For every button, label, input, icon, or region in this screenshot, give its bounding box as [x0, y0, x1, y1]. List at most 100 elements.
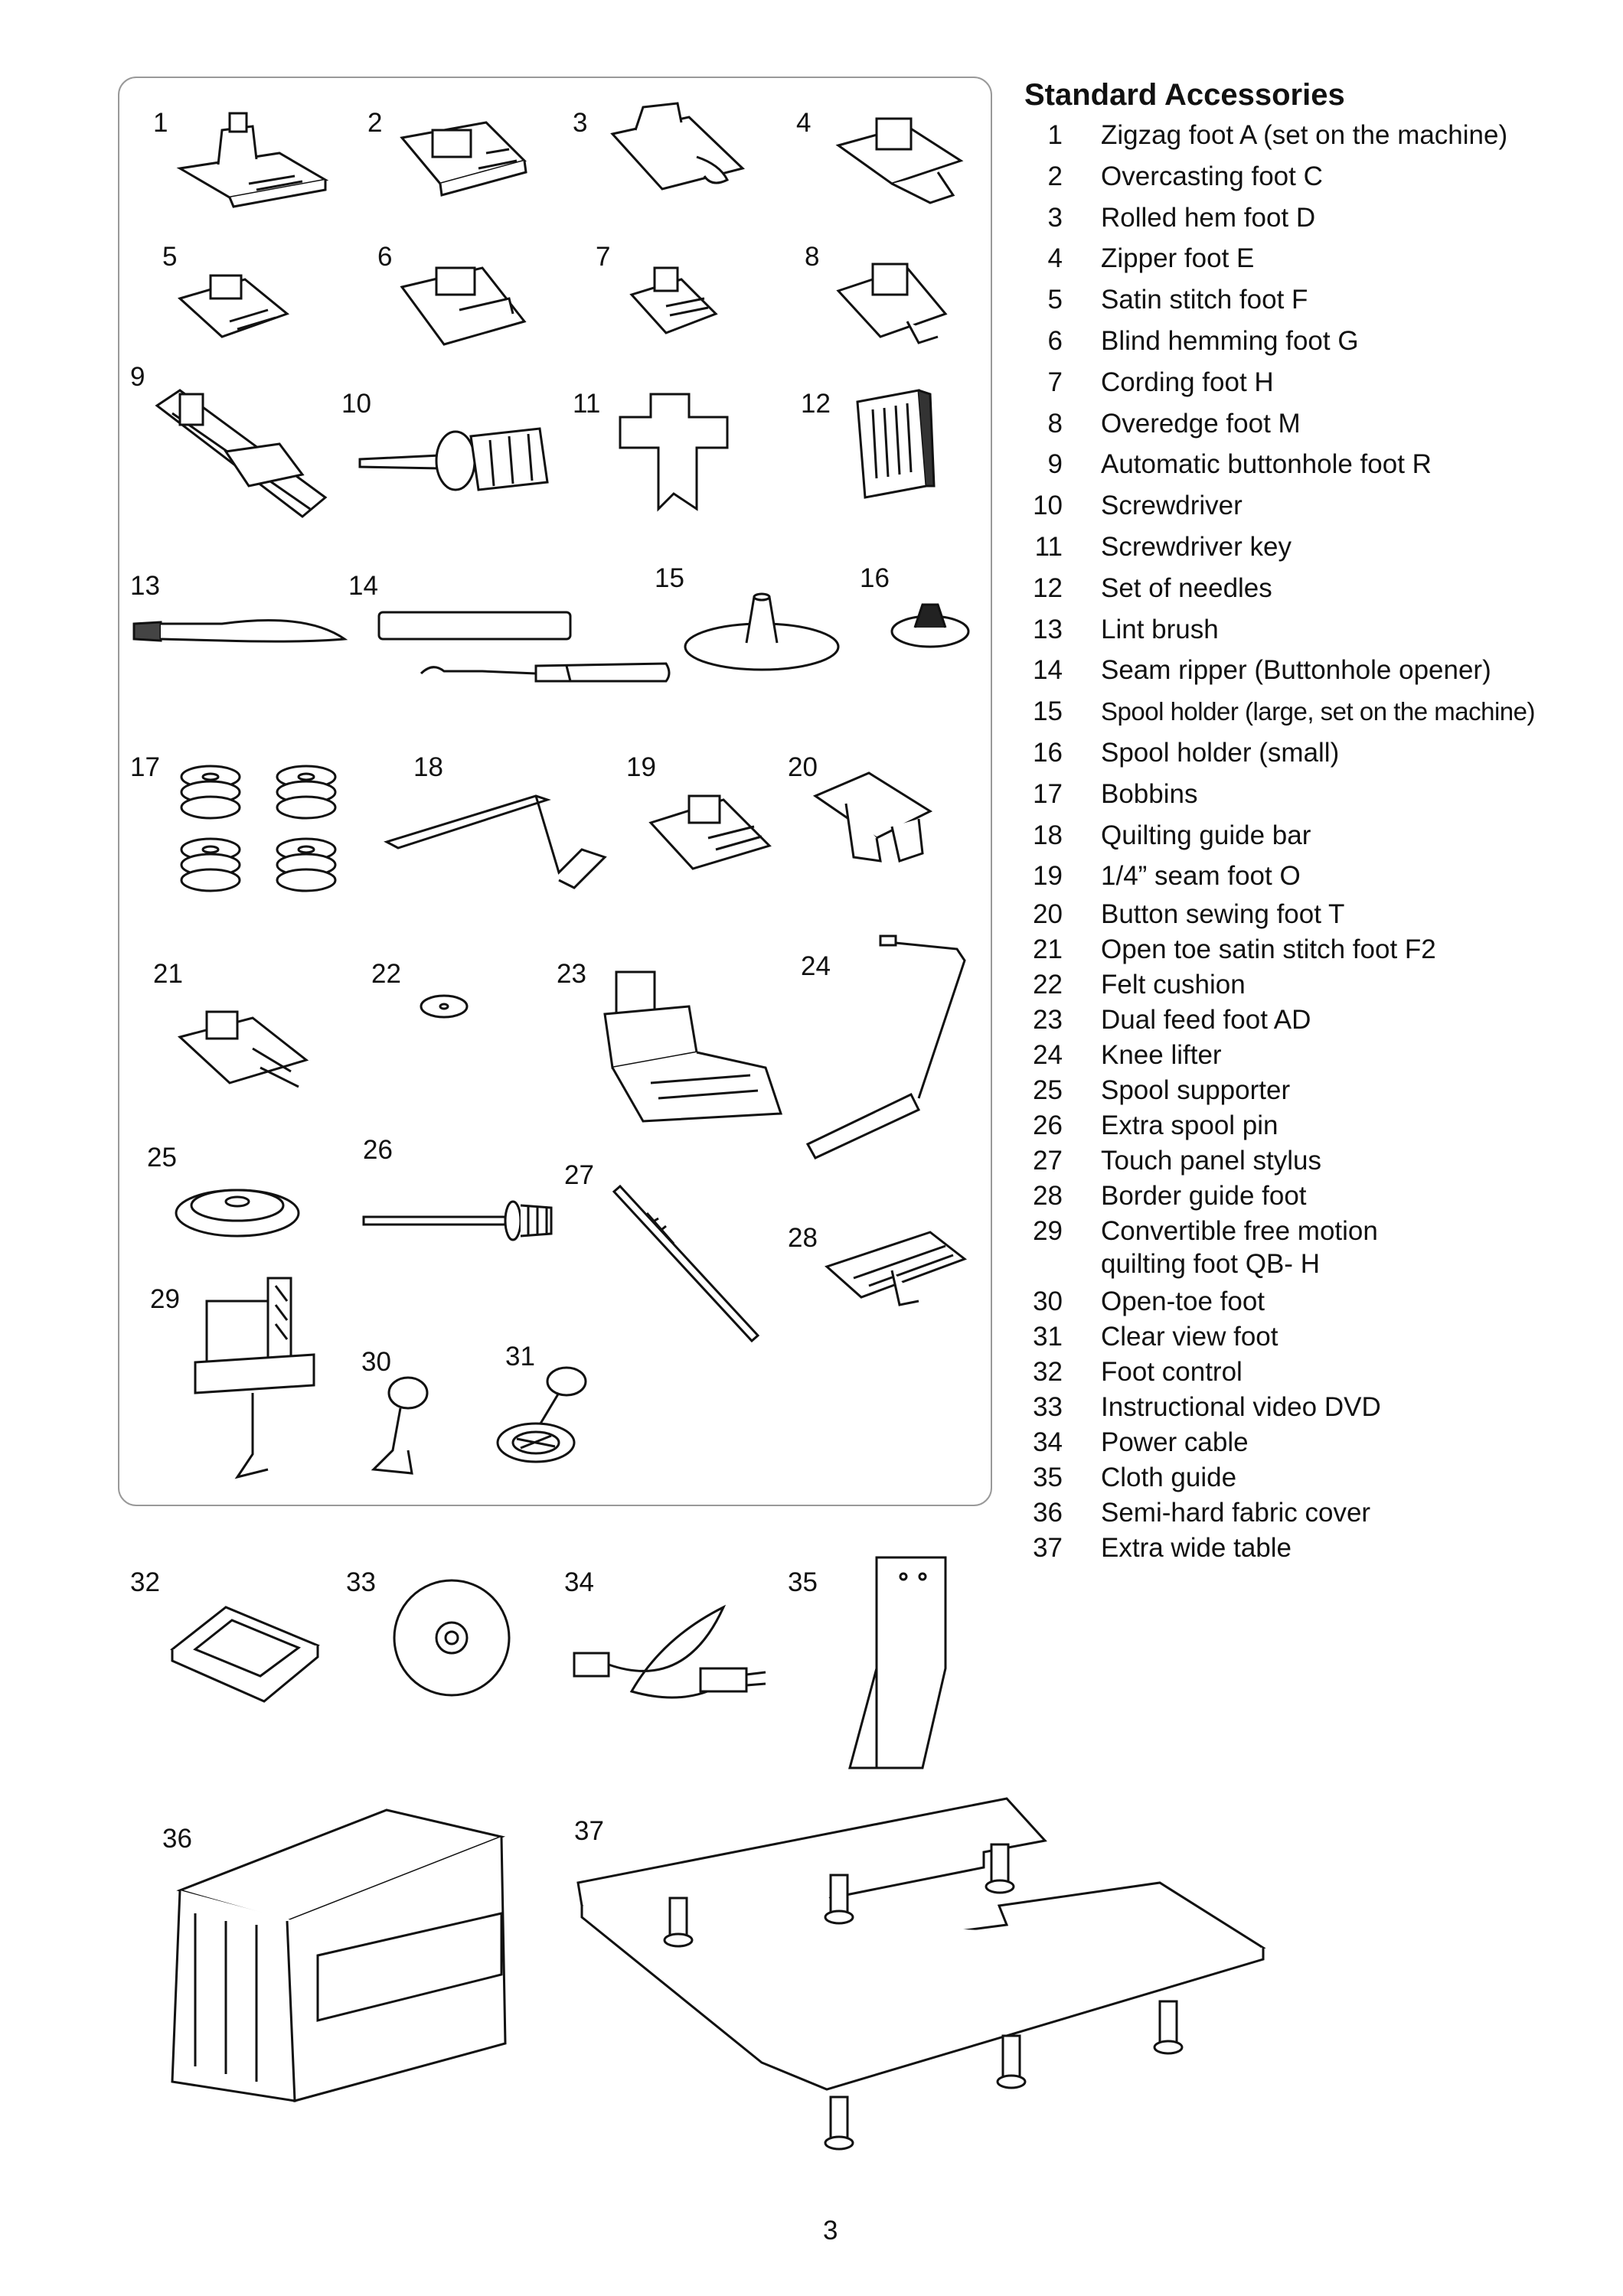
extra-spool-pin-illustration [360, 1194, 559, 1247]
knee-lifter-illustration [804, 930, 972, 1159]
callout-13: 13 [130, 571, 160, 601]
screwdriver-key-illustration [612, 386, 735, 517]
zipper-foot-illustration [831, 107, 968, 207]
page-number: 3 [823, 2216, 838, 2245]
callout-22: 22 [371, 959, 401, 989]
callout-25: 25 [147, 1143, 177, 1172]
callout-5: 5 [162, 242, 178, 272]
overcasting-foot-illustration [394, 107, 532, 207]
button-sewing-foot-illustration [808, 765, 938, 872]
fabric-cover-illustration [165, 1806, 517, 2105]
callout-24: 24 [801, 951, 831, 981]
lint-brush-illustration [130, 601, 352, 654]
callout-29: 29 [150, 1284, 180, 1314]
quilting-guide-bar-illustration [383, 781, 612, 895]
needle-set-illustration [850, 386, 934, 501]
callout-8: 8 [805, 242, 820, 272]
callout-6: 6 [377, 242, 393, 272]
callout-11: 11 [573, 389, 601, 419]
callout-18: 18 [413, 752, 443, 782]
dvd-illustration [390, 1577, 513, 1699]
dual-feed-foot-illustration [589, 968, 789, 1140]
callout-35: 35 [788, 1567, 818, 1597]
border-guide-foot-illustration [823, 1225, 968, 1309]
seam-ripper-illustration [375, 608, 674, 693]
callout-10: 10 [341, 389, 371, 419]
large-spool-holder-illustration [681, 589, 842, 673]
callout-9: 9 [130, 362, 145, 392]
clear-view-foot-illustration [494, 1362, 593, 1469]
spool-supporter-illustration [172, 1171, 302, 1240]
small-spool-holder-illustration [888, 593, 972, 654]
buttonhole-foot-illustration [149, 383, 333, 528]
zigzag-foot-illustration [172, 107, 333, 214]
callout-30: 30 [361, 1347, 391, 1377]
callout-4: 4 [796, 108, 812, 138]
open-toe-satin-foot-illustration [176, 1003, 314, 1094]
callout-33: 33 [346, 1567, 376, 1597]
overedge-foot-illustration [834, 253, 949, 352]
list-heading: Standard Accessories [1024, 78, 1345, 112]
callout-20: 20 [788, 752, 818, 782]
callout-14: 14 [348, 571, 378, 601]
callout-34: 34 [564, 1567, 594, 1597]
callout-1: 1 [153, 108, 168, 138]
callout-12: 12 [801, 389, 831, 419]
touch-panel-stylus-illustration [612, 1179, 766, 1347]
accessories-illustration-panel [118, 77, 992, 1506]
free-motion-quilting-foot-illustration [191, 1270, 322, 1485]
cording-foot-illustration [628, 260, 720, 344]
screwdriver-illustration [356, 413, 555, 497]
foot-control-illustration [165, 1603, 325, 1703]
rolled-hem-foot-illustration [605, 103, 750, 203]
callout-31: 31 [505, 1342, 535, 1371]
quarter-inch-seam-foot-illustration [647, 784, 777, 876]
callout-19: 19 [626, 752, 656, 782]
callout-16: 16 [860, 563, 890, 593]
callout-32: 32 [130, 1567, 160, 1597]
felt-cushion-illustration [417, 991, 471, 1022]
extra-wide-table-illustration [570, 1791, 1267, 2158]
callout-36: 36 [162, 1824, 192, 1854]
satin-stitch-foot-illustration [176, 264, 291, 348]
callout-37: 37 [574, 1816, 604, 1846]
callout-26: 26 [363, 1135, 393, 1165]
callout-7: 7 [596, 242, 611, 272]
callout-21: 21 [153, 959, 183, 989]
blind-hemming-foot-illustration [398, 256, 528, 356]
callout-17: 17 [130, 752, 160, 782]
power-cable-illustration [570, 1592, 769, 1707]
callout-15: 15 [655, 563, 684, 593]
callout-3: 3 [573, 108, 588, 138]
